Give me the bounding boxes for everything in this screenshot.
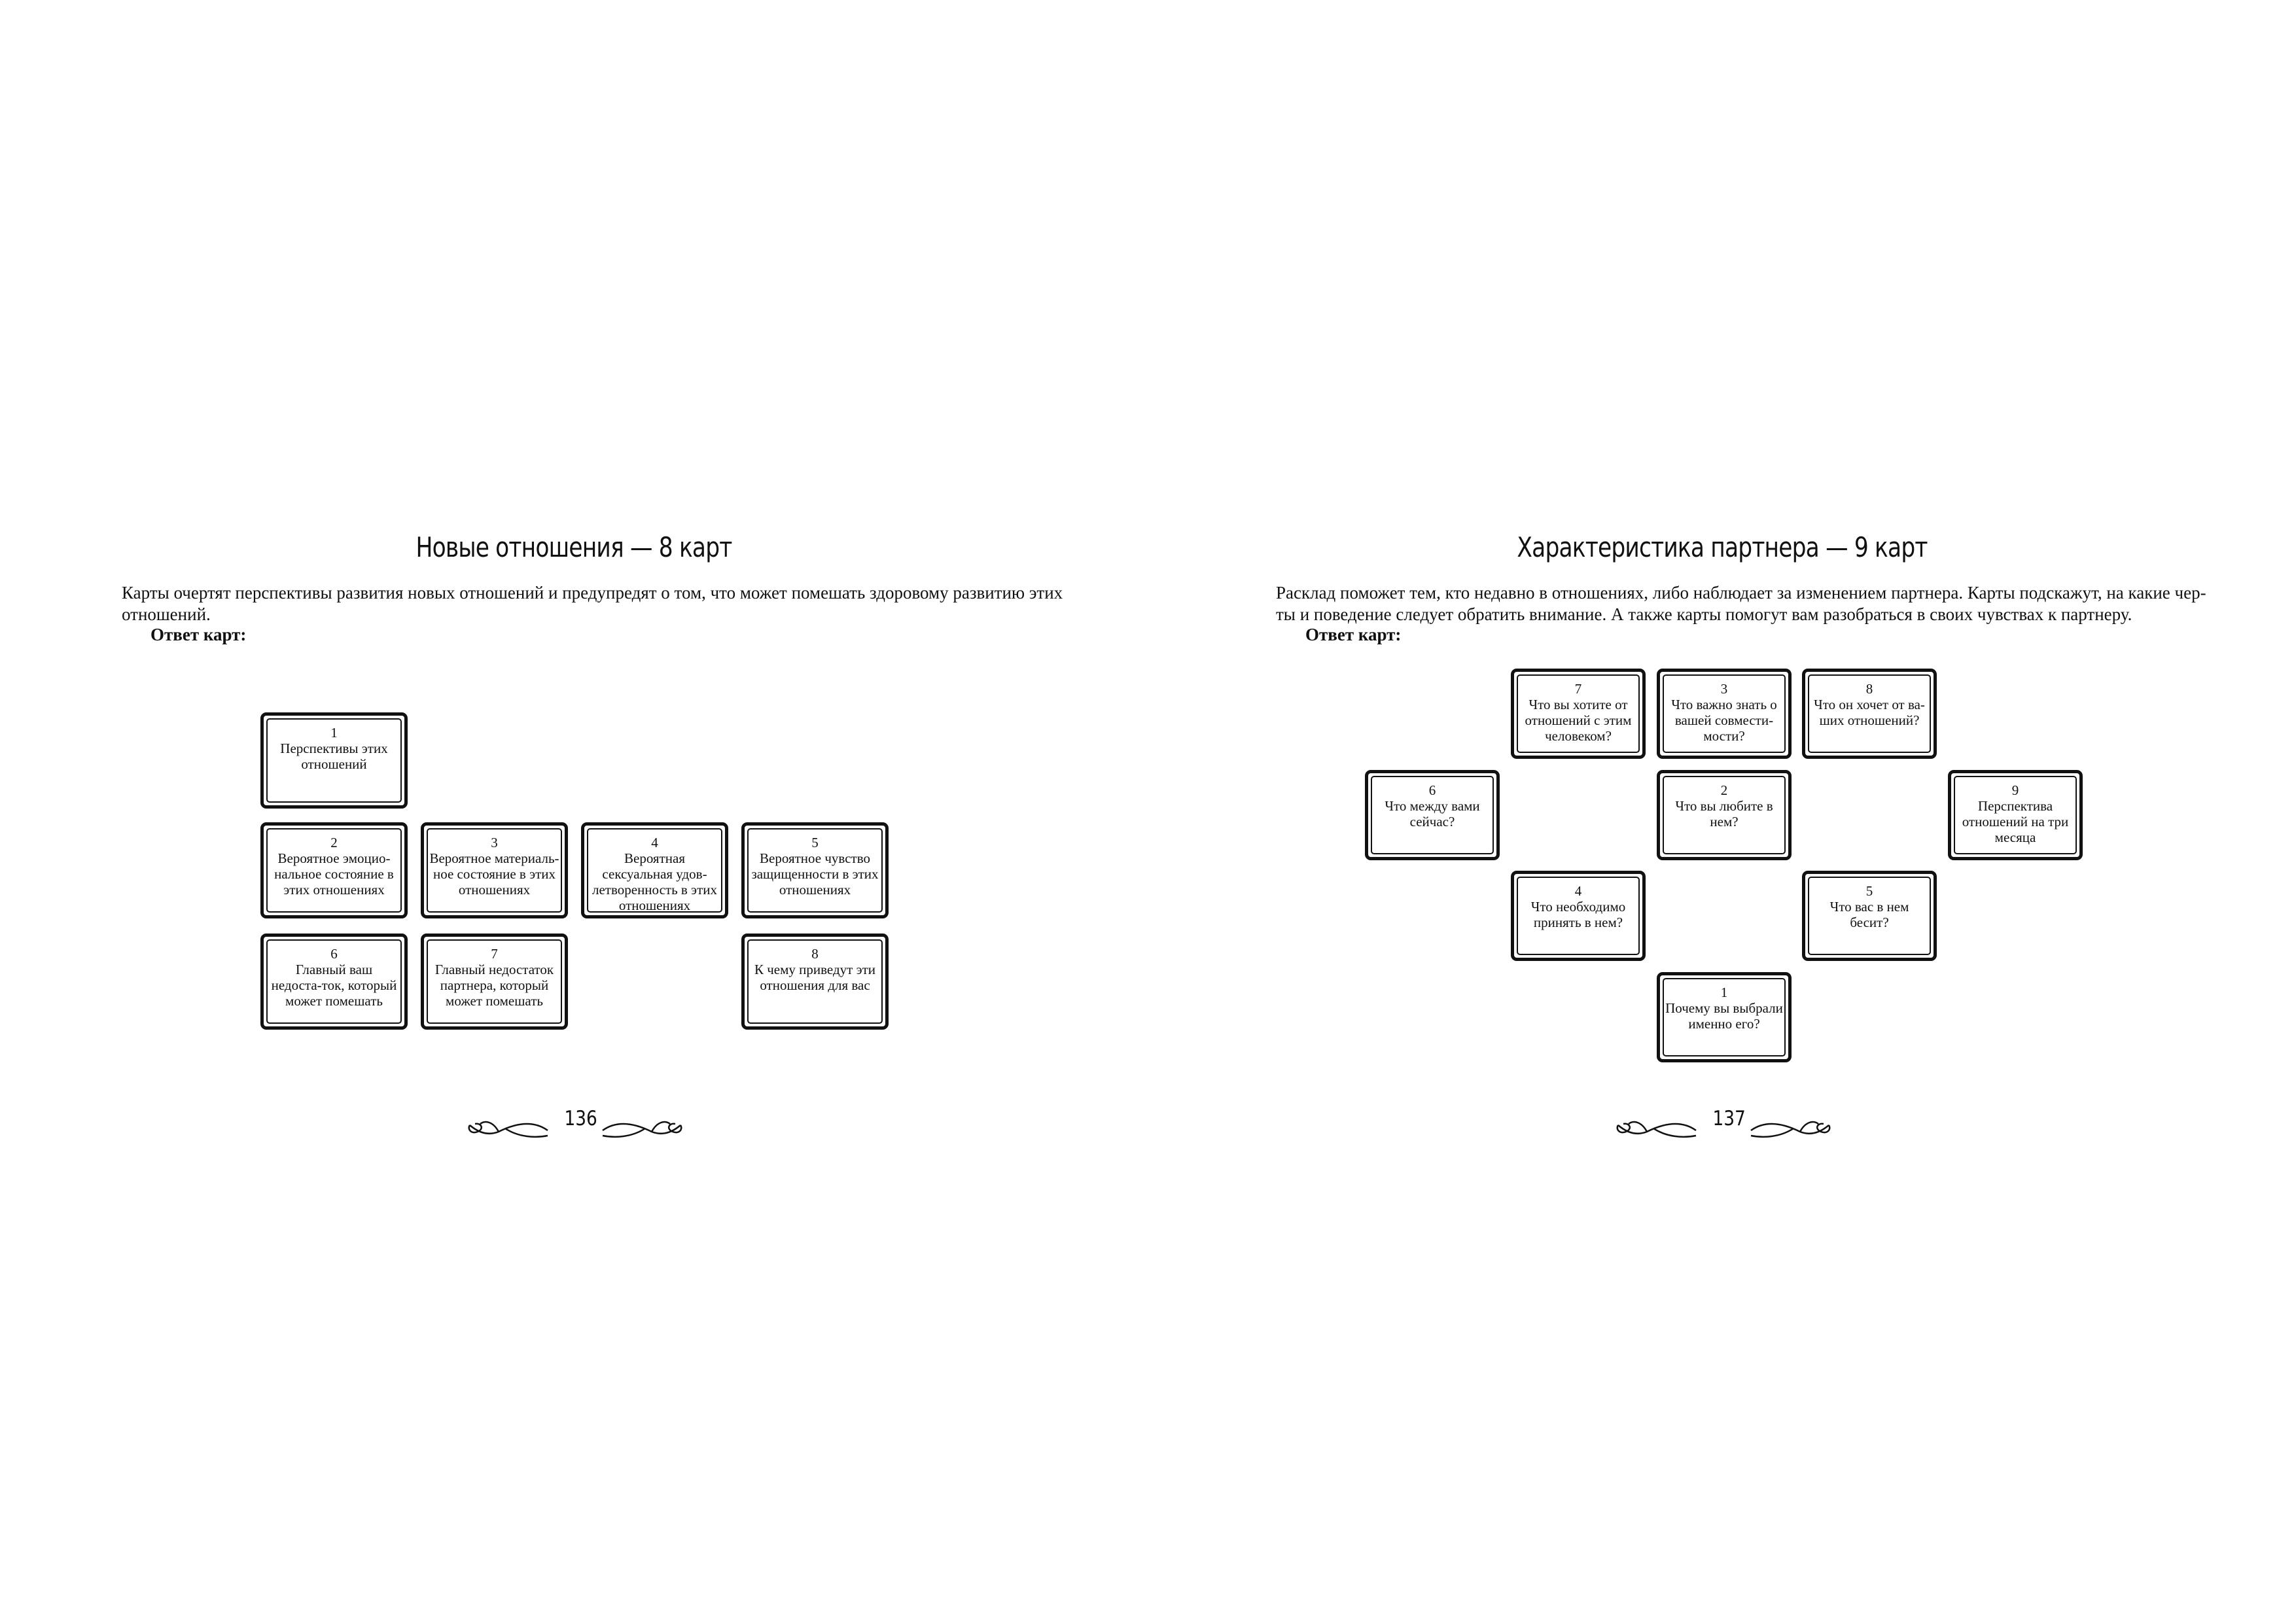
card-number: 7 [491, 946, 498, 962]
card-number: 1 [330, 725, 338, 741]
intro-text: Карты очертят перспективы развития новых… [122, 583, 1063, 624]
card-label: Вероятная сексуальная удов-летворенность… [592, 850, 717, 913]
page-number: 136 [564, 1107, 597, 1130]
card-label: Что вы хотите от отношений с этим челове… [1525, 697, 1632, 744]
left-page: Новые отношения — 8 карт Карты очертят п… [122, 531, 1063, 1138]
card-label: Главный ваш недоста-ток, который может п… [271, 962, 397, 1009]
card-number: 5 [811, 835, 819, 850]
card-number: 9 [2011, 782, 2019, 798]
page-number: 137 [1712, 1107, 1746, 1130]
card-number: 8 [1865, 681, 1873, 697]
card-number: 6 [1428, 782, 1436, 798]
page-title: Характеристика партнера — 9 карт [1517, 531, 1928, 563]
card-label: Что он хочет от ва-ших отношений? [1814, 697, 1925, 728]
card-number: 4 [1574, 883, 1582, 899]
card-number: 1 [1720, 985, 1728, 1000]
card-number: 2 [330, 835, 338, 850]
ornament-flourish-icon [468, 1121, 682, 1138]
card-label: К чему приведут эти отношения для вас [754, 962, 876, 993]
card-label: Главный недостаток партнера, который мож… [434, 962, 554, 1009]
card-label: Перспективы этих отношений [280, 741, 388, 772]
card-number: 6 [330, 946, 338, 962]
card-label: Что важно знать о вашей совмести-мости? [1671, 697, 1777, 744]
answer-label: Ответ карт: [150, 625, 247, 644]
card-label: Что необходимо принять в нем? [1530, 899, 1626, 930]
card-number: 5 [1865, 883, 1873, 899]
card-number: 2 [1720, 782, 1728, 798]
card-label: Перспектива отношений на три месяца [1962, 798, 2069, 845]
card-number: 3 [491, 835, 498, 850]
right-page: Характеристика партнера — 9 карт Расклад… [1148, 0, 2296, 1623]
card-label: Что вас в нем бесит? [1829, 899, 1909, 930]
card-number: 3 [1720, 681, 1728, 697]
card-number: 8 [811, 946, 819, 962]
card-number: 7 [1574, 681, 1582, 697]
ornament-flourish-icon [1616, 1121, 1831, 1138]
card-number: 4 [651, 835, 658, 850]
card-label: Вероятное эмоцио-нальное состояние в эти… [274, 850, 394, 898]
card-label: Почему вы выбрали именно его? [1665, 1000, 1783, 1032]
card-label: Вероятное материаль-ное состояние в этих… [429, 850, 559, 898]
card-label: Вероятное чувство защищенности в этих от… [751, 850, 879, 898]
intro-text: Расклад поможет тем, кто недавно в отнош… [1276, 583, 2206, 624]
page-title: Новые отношения — 8 карт [415, 531, 733, 563]
answer-label: Ответ карт: [1305, 625, 1402, 644]
card-label: Что вы любите в нем? [1675, 798, 1773, 829]
card-label: Что между вами сейчас? [1385, 798, 1480, 829]
